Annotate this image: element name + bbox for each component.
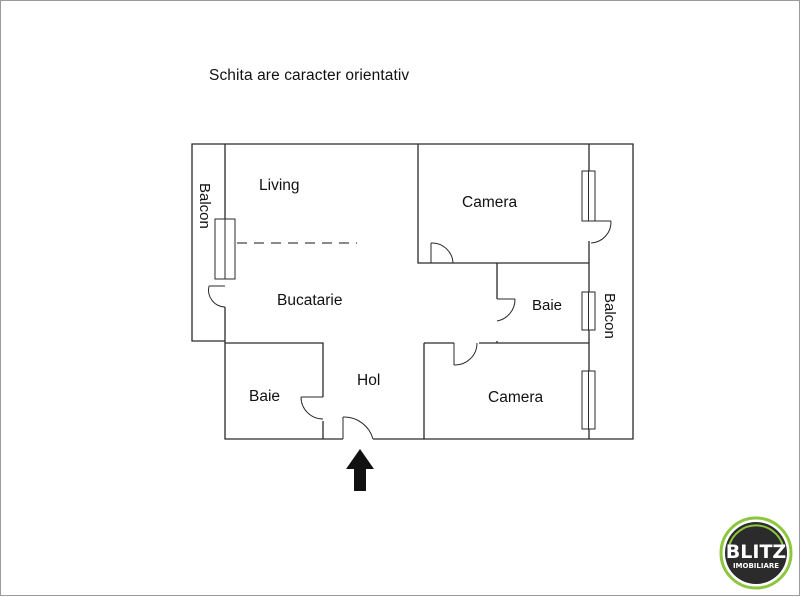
doors: [208, 220, 612, 440]
room-label-camera-bottom: Camera: [488, 389, 544, 406]
room-label-balcon-left: Balcon: [196, 183, 213, 229]
arrow-up-icon: [346, 449, 374, 491]
balcony-left: [191, 143, 225, 342]
room-label-baie-right: Baie: [532, 297, 562, 314]
room-label-living: Living: [259, 177, 300, 194]
interior-walls: [225, 144, 590, 439]
room-label-baie-left: Baie: [249, 388, 280, 405]
disclaimer-note: Schita are caracter orientativ: [209, 67, 410, 84]
logo-sub-text: IMOBILIARE: [733, 562, 779, 570]
room-label-hol: Hol: [357, 372, 380, 389]
blitz-logo: BLITZ IMOBILIARE: [719, 516, 793, 590]
room-label-bucatarie: Bucatarie: [277, 292, 342, 309]
windows: [214, 170, 596, 430]
room-label-camera-top: Camera: [462, 194, 518, 211]
logo-brand-text: BLITZ: [726, 541, 786, 563]
room-label-balcon-right: Balcon: [601, 293, 618, 339]
